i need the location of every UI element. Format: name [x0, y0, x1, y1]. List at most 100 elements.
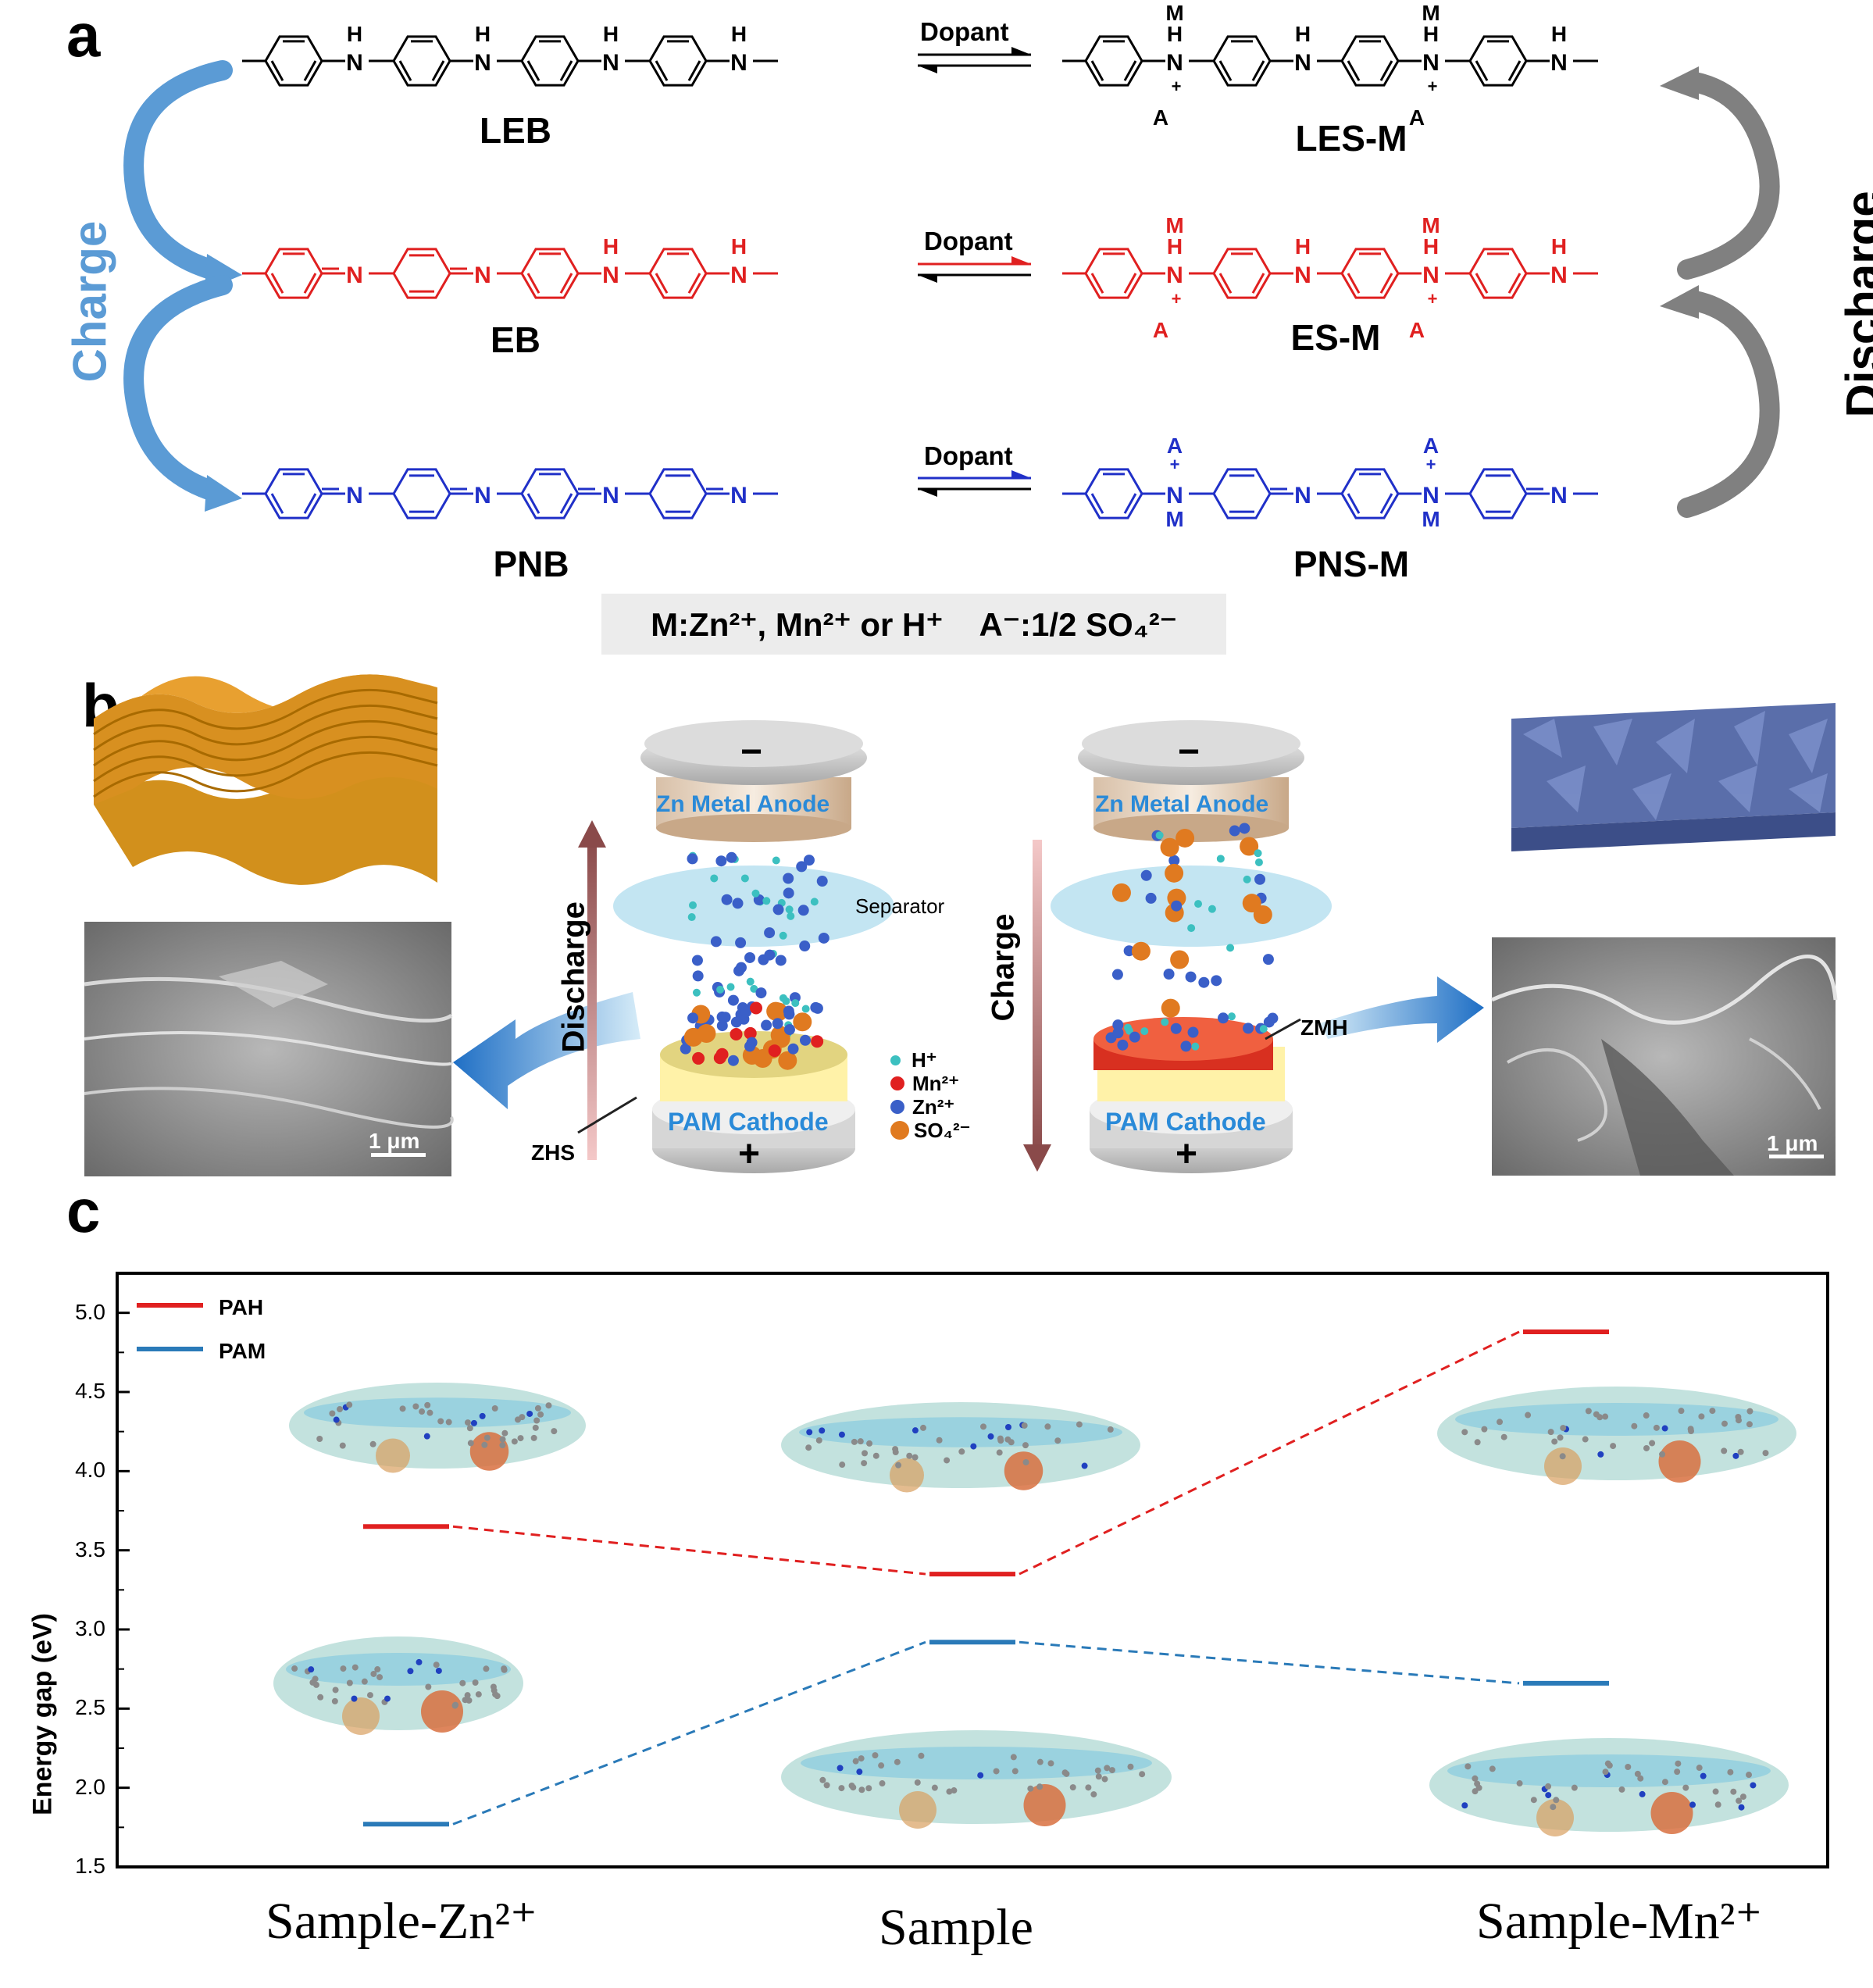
- atom: [1530, 1797, 1537, 1804]
- ring-double-bond: [1507, 60, 1522, 81]
- atom: [426, 1409, 433, 1416]
- counter-anion: A: [1423, 434, 1439, 458]
- zn-ion: [687, 1012, 699, 1024]
- zn-ion: [1243, 1023, 1254, 1034]
- ring-double-bond: [1218, 273, 1233, 294]
- atom: [861, 1460, 868, 1467]
- benzene-ring: [520, 35, 580, 87]
- atom: [1127, 1763, 1134, 1770]
- ring-double-bond: [303, 493, 317, 514]
- atom: [483, 1434, 491, 1441]
- benzene-ring: [1084, 248, 1143, 299]
- atom: [1101, 1776, 1108, 1783]
- atom: [1643, 1412, 1650, 1419]
- atom: [479, 1412, 486, 1419]
- atom: [1021, 1422, 1028, 1429]
- zn-ion: [1229, 825, 1240, 837]
- ring-double-bond: [1251, 273, 1265, 294]
- h-ion: [710, 874, 719, 883]
- atom: [370, 1670, 377, 1677]
- atom: [1475, 1784, 1482, 1791]
- cathode-label-2: PAM Cathode: [1105, 1108, 1266, 1136]
- so-ion: [753, 1049, 772, 1069]
- arrow-head: [1011, 470, 1031, 478]
- y-tick-label: 4.0: [75, 1458, 105, 1483]
- benzene-ring: [1212, 35, 1272, 87]
- zn-ion: [755, 987, 767, 999]
- atom: [1597, 1451, 1604, 1458]
- atom: [1732, 1452, 1739, 1459]
- zn-ion: [1117, 1039, 1129, 1051]
- hydrogen-atom: H: [1551, 22, 1567, 46]
- atom: [501, 1429, 508, 1437]
- atom: [872, 1752, 879, 1759]
- atom: [1585, 1408, 1592, 1415]
- zn-ion: [1262, 954, 1274, 965]
- atom: [1095, 1773, 1102, 1780]
- esp-surface-top: [799, 1417, 1122, 1447]
- zn-ion: [1180, 1040, 1192, 1052]
- separator-label: Separator: [855, 894, 945, 918]
- atom: [1047, 1760, 1054, 1767]
- curve-head: [1660, 285, 1699, 319]
- ring-double-bond: [270, 60, 284, 81]
- ring-double-bond: [559, 60, 573, 81]
- atom: [1696, 1765, 1703, 1772]
- atom: [545, 1402, 552, 1409]
- zn-ion: [721, 894, 733, 905]
- benzene-ring: [1084, 35, 1143, 87]
- scale-bar-left: 1 μm: [369, 1129, 420, 1153]
- atom: [920, 1424, 927, 1431]
- molecule-pah-zn: [289, 1383, 586, 1473]
- atom: [1602, 1413, 1609, 1420]
- label-pnb: PNB: [493, 544, 569, 584]
- atom: [1036, 1783, 1044, 1790]
- ring-double-bond: [303, 273, 317, 294]
- ring-double-bond: [270, 273, 284, 294]
- atom: [499, 1442, 506, 1449]
- atom: [384, 1695, 391, 1702]
- label-es-m: ES-M: [1290, 317, 1381, 358]
- label-pns-m: PNS-M: [1293, 544, 1410, 584]
- curve-body: [1677, 291, 1780, 518]
- atom: [970, 1443, 977, 1450]
- charge-sign: +: [1428, 289, 1438, 309]
- atom: [879, 1780, 886, 1787]
- atom: [533, 1417, 540, 1424]
- nitrogen-atom: N: [1294, 483, 1311, 509]
- atom: [1643, 1444, 1650, 1451]
- nitrogen-atom: N: [1166, 483, 1183, 509]
- so-ion: [778, 1051, 797, 1070]
- nitrogen-atom: N: [474, 50, 491, 76]
- atom: [475, 1691, 482, 1698]
- h-ion: [801, 1005, 810, 1013]
- ring-double-bond: [398, 60, 412, 81]
- y-tick-label: 1.5: [75, 1854, 105, 1878]
- ring-double-bond: [687, 60, 701, 81]
- esp-negative-region: [1650, 1792, 1693, 1834]
- mn-ion: [744, 1026, 757, 1040]
- atom: [936, 1437, 943, 1444]
- atom: [1108, 1767, 1115, 1774]
- dopant-label-3: Dopant: [924, 441, 1013, 470]
- nitrogen-atom: N: [1294, 262, 1311, 288]
- atom: [1516, 1780, 1523, 1787]
- atom: [399, 1405, 406, 1412]
- zn-ion: [783, 887, 794, 899]
- benzene-ring: [1340, 35, 1400, 87]
- atom: [435, 1667, 442, 1674]
- zn-ion: [796, 861, 808, 873]
- nitrogen-atom: N: [730, 50, 747, 76]
- cathode-label-1: PAM Cathode: [668, 1108, 829, 1136]
- ring-double-bond: [655, 273, 669, 294]
- benzene-ring: [1084, 468, 1143, 519]
- discharge-arrow-1: [1660, 285, 1780, 518]
- zn-ion: [1111, 969, 1123, 980]
- atom: [534, 1404, 541, 1412]
- h-ion: [1123, 1023, 1132, 1032]
- esp-negative-region: [1536, 1799, 1574, 1836]
- atom: [374, 1666, 381, 1673]
- ion-legend-item: Zn²⁺: [890, 1095, 970, 1119]
